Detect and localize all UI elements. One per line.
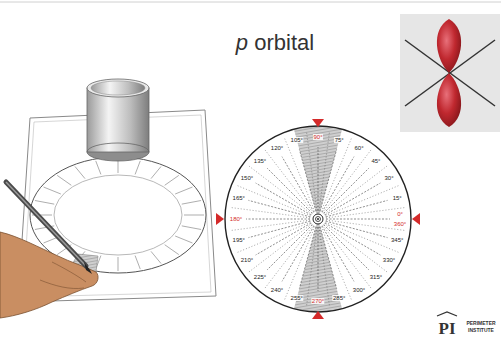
paper-tick [57, 175, 71, 185]
angle-label: 195° [232, 237, 245, 243]
angle-label: 180° [229, 216, 242, 222]
grid-ray [326, 219, 390, 220]
paper-tick [175, 236, 192, 243]
grid-ray [322, 226, 354, 281]
grid-ray [319, 132, 329, 211]
angle-label: 150° [240, 175, 253, 181]
grid-ray [248, 224, 311, 273]
grid-ray [246, 219, 310, 220]
logo-letters: PI [438, 320, 456, 337]
paper-tick [35, 201, 54, 205]
grid-ray [318, 147, 319, 211]
grid-ray [307, 132, 317, 211]
grid-ray [237, 185, 311, 216]
grid-ray [324, 225, 369, 270]
grid-ray [307, 227, 317, 306]
drawing-illustration [0, 79, 216, 318]
paper-tick [165, 175, 179, 185]
grid-ray [325, 223, 380, 255]
polar-diagram [216, 119, 420, 319]
angle-label: 75° [334, 137, 344, 143]
angle-label: 210° [240, 257, 253, 263]
paper-tick [184, 215, 204, 216]
grid-ray [284, 226, 315, 300]
grid-ray [299, 227, 316, 289]
angle-label: 300° [352, 287, 365, 293]
grid-ray [282, 157, 314, 212]
grid-ray [323, 225, 372, 288]
angle-label: 15° [392, 195, 402, 201]
angle-label: 345° [390, 237, 403, 243]
angle-label: 135° [253, 158, 266, 164]
angle-label: 120° [270, 145, 283, 151]
logo-mark [437, 312, 457, 316]
paper-tick [182, 226, 201, 230]
grid-ray [323, 149, 372, 212]
paper-tick [151, 251, 161, 263]
paper-tick [151, 167, 161, 179]
angle-label: 330° [382, 257, 395, 263]
grid-ray [322, 157, 354, 212]
angle-label: 105° [290, 137, 303, 143]
grid-ray [264, 225, 313, 288]
top-rule [0, 2, 501, 3]
angle-label: 165° [232, 195, 245, 201]
angle-label: 30° [384, 175, 394, 181]
logo-text: PERIMETER [466, 321, 496, 326]
grid-ray [267, 225, 312, 270]
angle-label: 90° [313, 134, 323, 140]
paper-tick [135, 161, 140, 175]
paper-tick [44, 187, 61, 194]
grid-ray [264, 149, 313, 212]
orbital-picture [400, 14, 500, 132]
grid-ray [267, 168, 312, 213]
grid-ray [282, 226, 314, 281]
angle-label: 270° [311, 298, 324, 304]
grid-ray [248, 200, 310, 217]
logo-text: INSTITUTE [468, 328, 495, 333]
grid-ray [319, 227, 329, 306]
paper-tick [182, 201, 201, 205]
angle-label: 60° [354, 145, 364, 151]
grid-ray [256, 223, 311, 255]
grid-ray [324, 165, 387, 214]
paper-tick [118, 257, 119, 271]
angle-label: 225° [253, 274, 266, 280]
angle-label: 360° [393, 221, 406, 227]
paper-tick [96, 161, 101, 175]
paper-tick [135, 256, 140, 270]
paper-tick [75, 167, 85, 179]
grid-ray [326, 208, 405, 218]
paper-tick [165, 245, 179, 255]
grid-ray [320, 149, 337, 211]
grid-ray [248, 165, 311, 214]
paper-tick [175, 187, 192, 194]
grid-ray [325, 183, 380, 215]
grid-ray [318, 227, 319, 291]
angle-label: 240° [270, 287, 283, 293]
angle-label: 0° [397, 211, 404, 217]
grid-ray [256, 183, 311, 215]
grid-ray [324, 224, 387, 273]
angle-label: 285° [333, 295, 346, 301]
angle-label: 45° [371, 158, 381, 164]
grid-ray [325, 222, 399, 253]
grid-ray [324, 168, 369, 213]
slide-title: p orbital [170, 30, 380, 56]
angle-label: 315° [369, 274, 382, 280]
grid-ray [326, 221, 388, 238]
angle-label: 255° [290, 295, 303, 301]
grid-ray [321, 138, 352, 212]
